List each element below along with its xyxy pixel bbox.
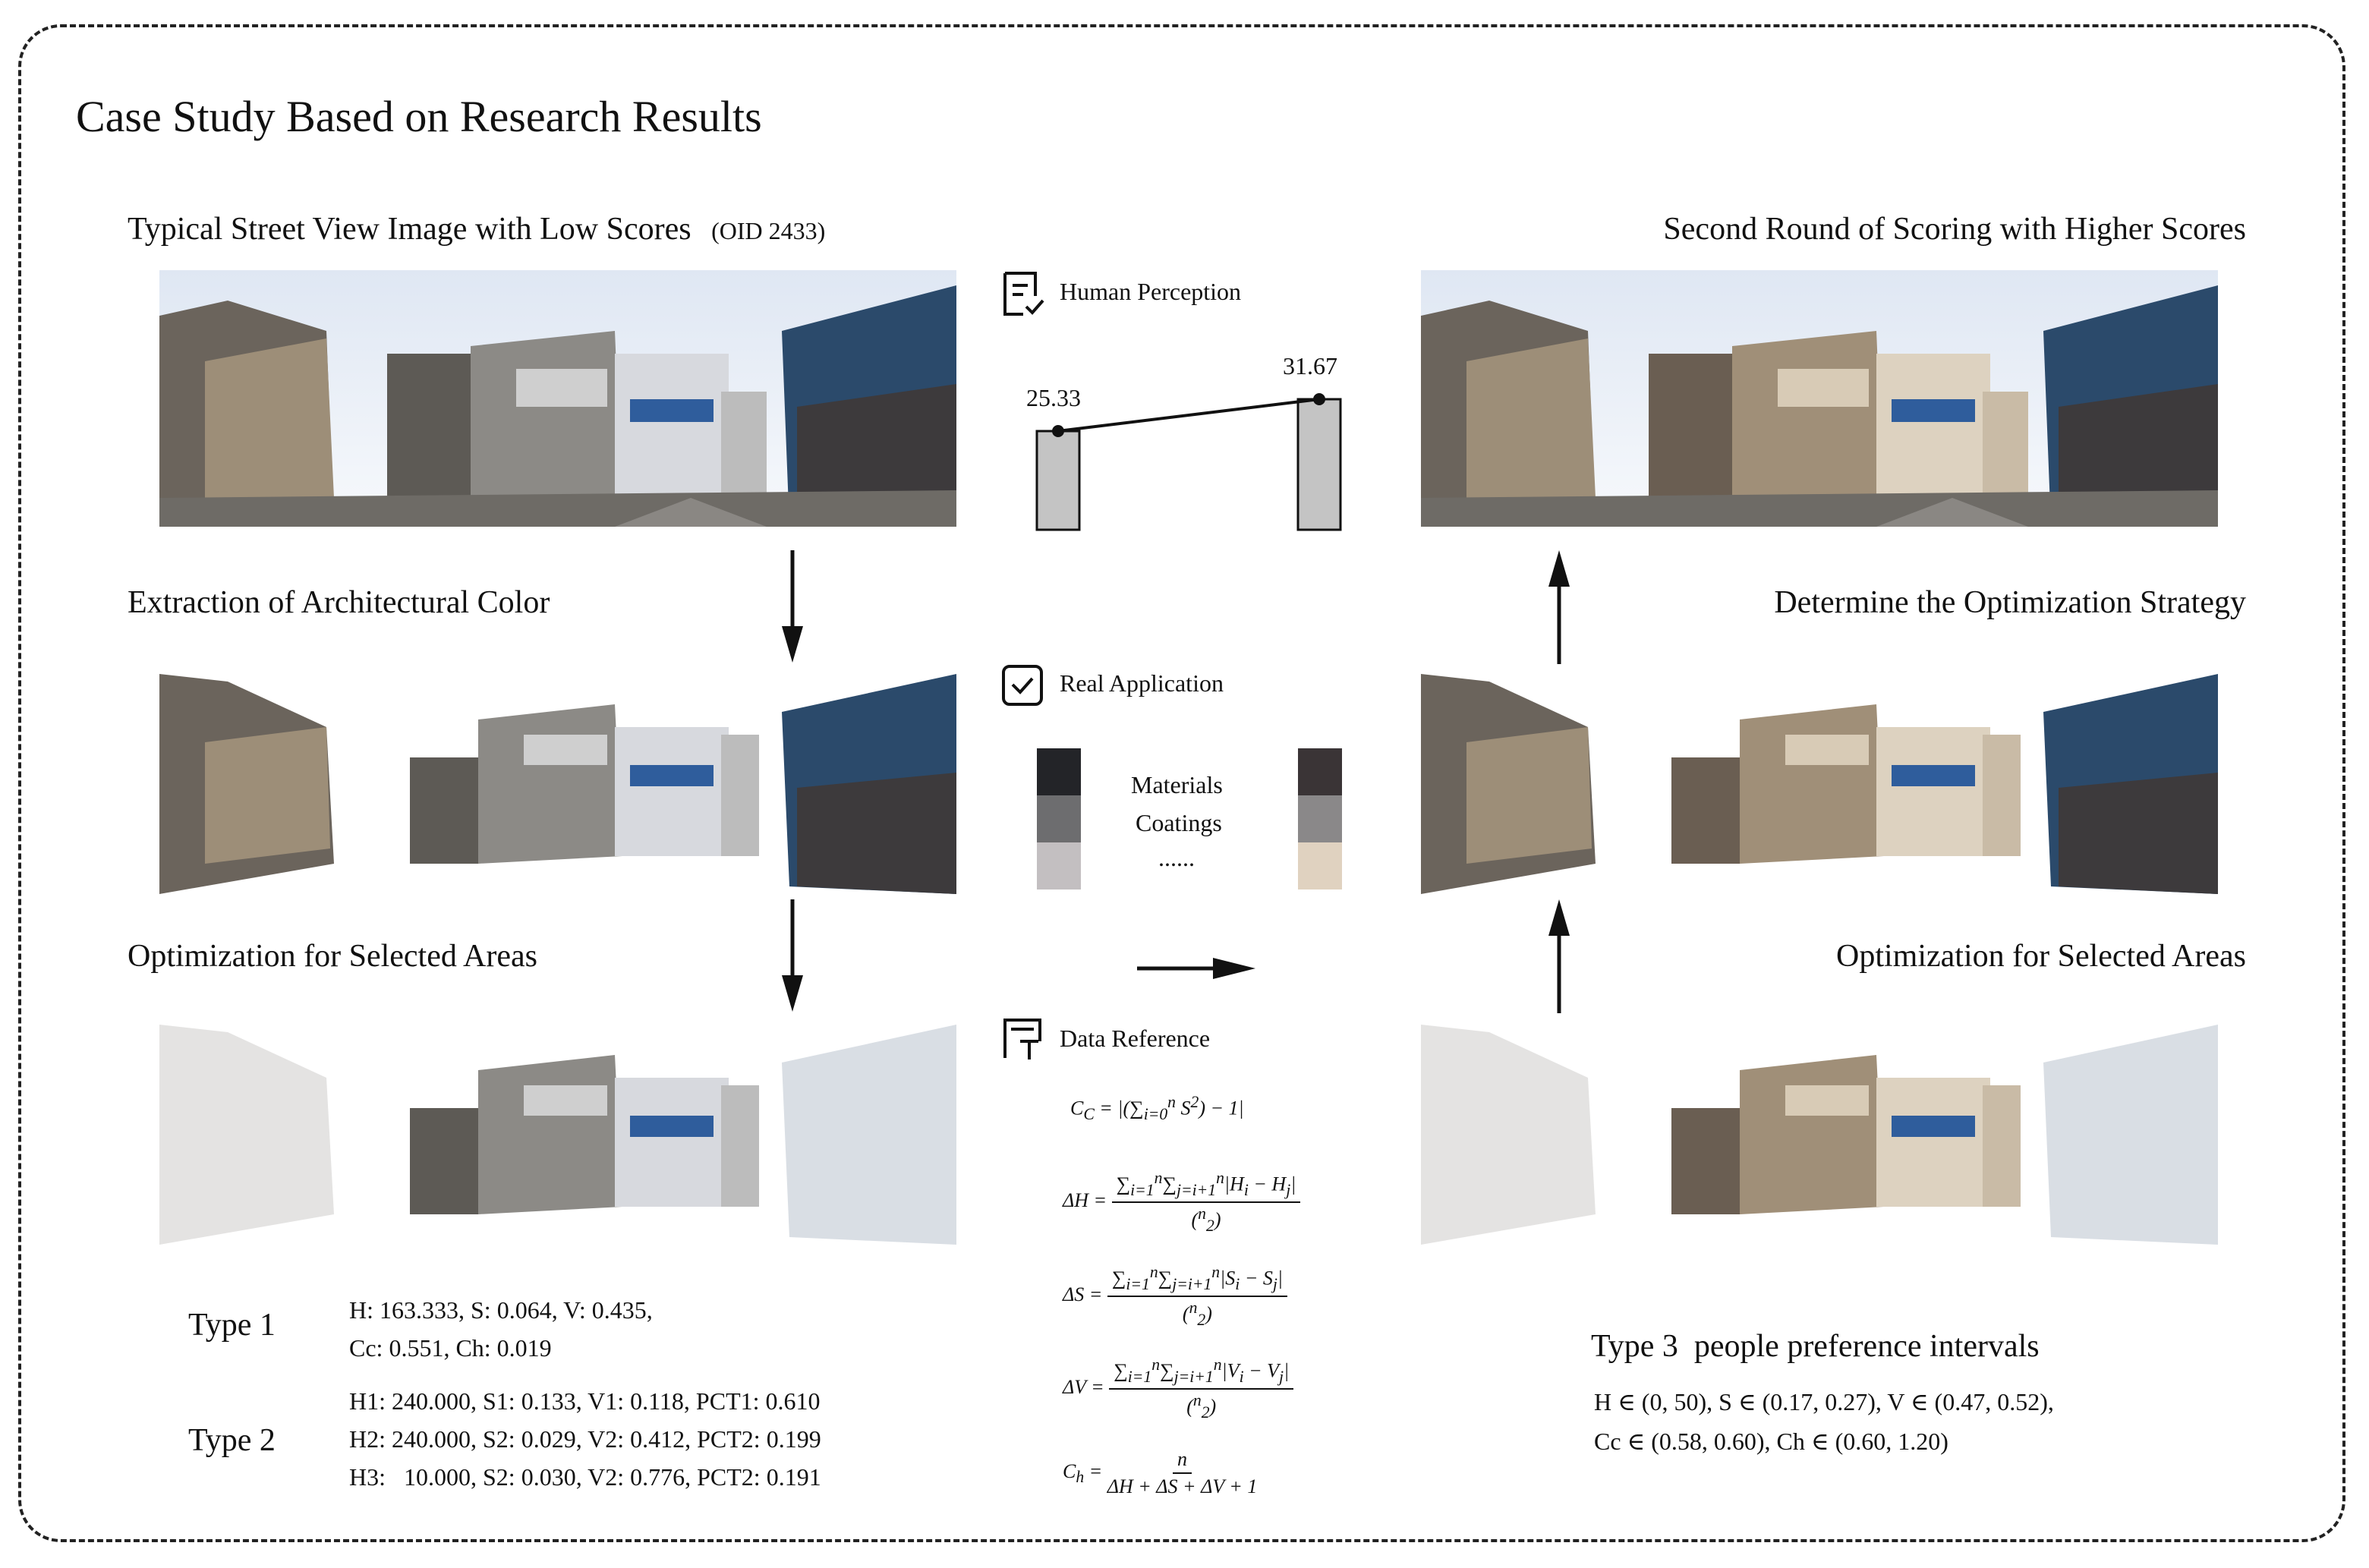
down-arrow-1	[782, 550, 803, 663]
up-arrow-1	[1548, 550, 1570, 664]
text-format-icon	[1003, 1019, 1041, 1060]
type3-line2: Cc ∈ (0.58, 0.60), Ch ∈ (0.60, 1.20)	[1594, 1428, 1948, 1455]
type2-line3: H3: 10.000, S2: 0.030, V2: 0.776, PCT2: …	[349, 1463, 821, 1491]
page-title: Case Study Based on Research Results	[76, 92, 762, 141]
heading-low-scores-text: Typical Street View Image with Low Score…	[128, 212, 691, 247]
score-bar-before	[1035, 430, 1081, 531]
right-arrow	[1137, 958, 1255, 979]
formula-delta-h: ΔH = ∑i=1n∑j=i+1n|Hi − Hj|(n2)	[1063, 1169, 1301, 1236]
heading-extraction: Extraction of Architectural Color	[128, 585, 550, 620]
human-perception-label: Human Perception	[1060, 278, 1242, 305]
down-arrow-2	[782, 899, 803, 1012]
score-point-after	[1313, 393, 1325, 405]
document-check-icon	[1003, 272, 1044, 316]
street-view-building-optimized	[1421, 674, 2218, 894]
heading-low-scores: Typical Street View Image with Low Score…	[128, 211, 825, 247]
score-after-label: 31.67	[1283, 352, 1337, 379]
street-view-panorama-optimized	[1421, 270, 2218, 527]
heading-optimization-right: Optimization for Selected Areas	[1836, 939, 2246, 974]
swatch-right-3	[1298, 842, 1342, 889]
materials-label: Materials	[1131, 771, 1223, 798]
score-point-before	[1052, 425, 1064, 437]
type2-line1: H1: 240.000, S1: 0.133, V1: 0.118, PCT1:…	[349, 1387, 821, 1415]
swatch-column-left	[1037, 748, 1081, 889]
swatch-left-2	[1037, 795, 1081, 842]
street-view-selected-areas-right	[1421, 1025, 2218, 1245]
swatch-left-1	[1037, 748, 1081, 795]
type3-line1: H ∈ (0, 50), S ∈ (0.17, 0.27), V ∈ (0.47…	[1594, 1388, 2054, 1415]
type1-line2: Cc: 0.551, Ch: 0.019	[349, 1334, 552, 1362]
real-application-label: Real Application	[1060, 669, 1224, 697]
street-view-panorama-original	[159, 270, 956, 527]
type2-label: Type 2	[188, 1423, 276, 1458]
swatch-right-2	[1298, 795, 1342, 842]
formula-delta-v: ΔV = ∑i=1n∑j=i+1n|Vi − Vj|(n2)	[1063, 1355, 1294, 1422]
street-view-building-extraction	[159, 674, 956, 894]
formula-delta-s: ΔS = ∑i=1n∑j=i+1n|Si − Sj|(n2)	[1063, 1263, 1288, 1330]
score-trend-line	[1057, 398, 1320, 433]
type3-label: Type 3 people preference intervals	[1591, 1329, 2040, 1364]
swatch-left-3	[1037, 842, 1081, 889]
type1-line1: H: 163.333, S: 0.064, V: 0.435,	[349, 1296, 653, 1324]
ellipsis-label: ......	[1158, 844, 1195, 871]
data-reference-label: Data Reference	[1060, 1025, 1211, 1052]
type1-label: Type 1	[188, 1308, 276, 1343]
heading-strategy: Determine the Optimization Strategy	[1774, 585, 2246, 620]
swatch-column-right	[1298, 748, 1342, 889]
heading-optimization-left: Optimization for Selected Areas	[128, 939, 537, 974]
heading-second-round: Second Round of Scoring with Higher Scor…	[1663, 212, 2246, 247]
formula-cc: CC = |(∑i=0n S2) − 1|	[1070, 1093, 1244, 1123]
type2-line2: H2: 240.000, S2: 0.029, V2: 0.412, PCT2:…	[349, 1425, 821, 1453]
street-view-selected-areas-left	[159, 1025, 956, 1245]
oid-label: (OID 2433)	[711, 217, 826, 244]
swatch-right-1	[1298, 748, 1342, 795]
score-before-label: 25.33	[1026, 384, 1081, 411]
dashed-frame	[18, 24, 2345, 1542]
up-arrow-2	[1548, 899, 1570, 1013]
checkbox-icon	[1002, 665, 1043, 706]
score-bar-chart	[1035, 393, 1342, 531]
coatings-label: Coatings	[1136, 809, 1222, 836]
score-bar-after	[1296, 398, 1342, 531]
